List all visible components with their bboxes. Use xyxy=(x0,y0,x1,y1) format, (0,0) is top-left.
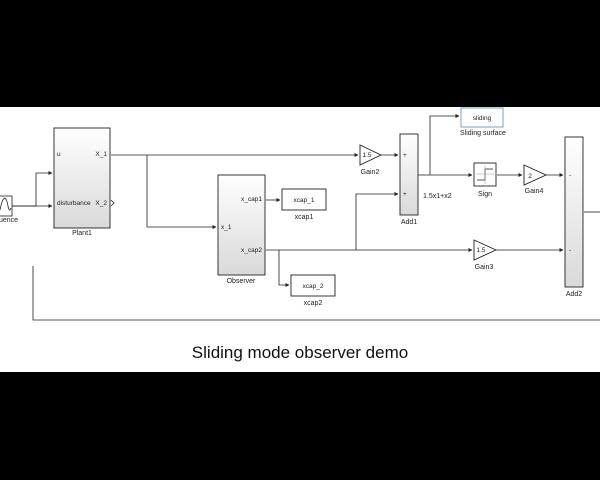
gain2-value: 1.5 xyxy=(362,152,371,159)
block-diagram: uence u disturbance X_1 X_2 Plant1 x_1 x… xyxy=(0,107,600,321)
sign-block[interactable] xyxy=(473,162,497,187)
wire-feedback xyxy=(32,266,600,321)
diagram-canvas: uence u disturbance X_1 X_2 Plant1 x_1 x… xyxy=(0,107,600,372)
observer-port-xcap1: x_cap1 xyxy=(241,196,262,203)
plant-port-x2: X_2 xyxy=(95,200,107,207)
plant-port-x1: X_1 xyxy=(95,151,107,158)
xcap2-block[interactable] xyxy=(290,274,336,297)
wire-xcap2-scope xyxy=(278,250,290,287)
observer-port-x1: x_1 xyxy=(221,224,232,231)
sliding-label: Sliding surface xyxy=(460,130,506,137)
gain4-value: 2 xyxy=(528,173,532,180)
observer-label: Observer xyxy=(227,278,256,285)
xcap2-label: xcap2 xyxy=(304,300,323,307)
add2-label: Add2 xyxy=(566,291,582,298)
xcap1-label: xcap1 xyxy=(295,214,314,221)
xcap2-text: xcap_2 xyxy=(303,283,324,290)
diagram-caption: Sliding mode observer demo xyxy=(191,343,409,362)
observer-block[interactable] xyxy=(217,174,266,276)
gain3-block[interactable] xyxy=(473,239,498,261)
add1-signal-label: 1.5x1+x2 xyxy=(423,193,452,200)
add1-block[interactable] xyxy=(399,133,419,216)
add1-label: Add1 xyxy=(401,219,417,226)
xcap1-block[interactable] xyxy=(281,188,327,211)
wire-add1-sliding xyxy=(429,114,460,175)
plant-port-u: u xyxy=(57,151,61,158)
plant-x2-open-port xyxy=(110,199,115,207)
plant-port-disturbance: disturbance xyxy=(57,200,91,207)
add1-sign2: + xyxy=(403,191,407,198)
gain2-label: Gain2 xyxy=(361,169,380,176)
add1-sign1: + xyxy=(403,152,407,159)
wire-xcap2-add1 xyxy=(355,192,399,250)
gain3-value: 1.5 xyxy=(476,247,485,254)
gain4-block[interactable] xyxy=(523,164,548,186)
sliding-text: sliding xyxy=(473,115,492,122)
wire-x1-observer xyxy=(146,155,217,229)
wire-source-u xyxy=(12,171,53,207)
observer-port-xcap2: x_cap2 xyxy=(241,247,262,254)
plant-label: Plant1 xyxy=(72,230,92,237)
gain2-block[interactable] xyxy=(359,144,383,166)
add2-block[interactable] xyxy=(564,136,584,288)
sliding-surface-block[interactable] xyxy=(460,107,504,128)
signal-source-block[interactable] xyxy=(0,195,13,217)
add2-sign1: - xyxy=(569,172,571,179)
gain3-label: Gain3 xyxy=(475,264,494,271)
plant-block[interactable] xyxy=(53,127,111,229)
source-label: uence xyxy=(0,217,18,224)
xcap1-text: xcap_1 xyxy=(294,197,315,204)
sign-label: Sign xyxy=(478,191,492,198)
gain4-label: Gain4 xyxy=(525,188,544,195)
add2-sign2: - xyxy=(569,247,571,254)
